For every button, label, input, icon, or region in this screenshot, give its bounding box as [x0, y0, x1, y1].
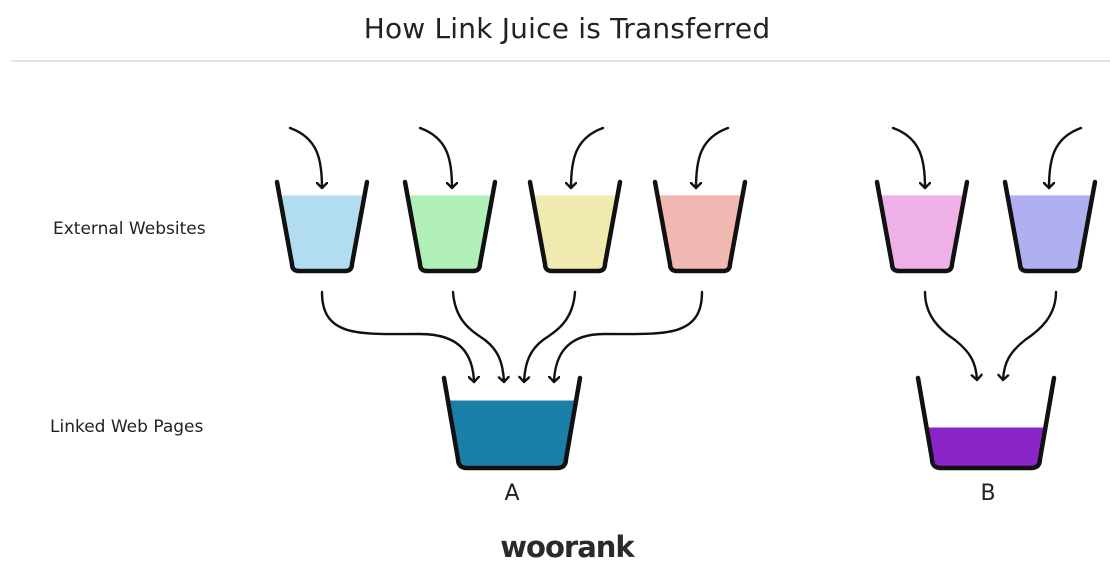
external-website-cup [652, 179, 748, 274]
cup-liquid [407, 195, 493, 271]
woorank-logo: woorank [500, 530, 634, 564]
linked-page-label-a: A [504, 481, 519, 506]
external-website-cup [874, 179, 970, 274]
row-label-linked-web-pages: Linked Web Pages [50, 417, 204, 437]
cup-outline [652, 179, 748, 274]
cup-outline [402, 179, 498, 274]
incoming-arrow [418, 126, 452, 190]
linked-page-label-b: B [980, 481, 995, 506]
incoming-arrow [891, 126, 925, 190]
incoming-arrow [1049, 126, 1083, 190]
cup-outline [527, 179, 623, 274]
transfer-arrow [524, 290, 577, 384]
cup-outline [441, 375, 583, 471]
transfer-arrow [554, 290, 704, 384]
incoming-arrows [288, 126, 1083, 190]
transfer-arrow [451, 290, 504, 384]
incoming-arrow [571, 126, 605, 190]
title-divider [11, 60, 1110, 62]
cup-liquid [532, 195, 618, 271]
external-website-cups [274, 179, 1098, 274]
cup-liquid [279, 195, 365, 271]
cup-outline [1002, 179, 1098, 274]
cup-liquid [657, 195, 743, 271]
incoming-arrow [288, 126, 322, 190]
external-website-cup [1002, 179, 1098, 274]
transfer-arrows [320, 290, 1058, 384]
linked-page-cup-b [915, 375, 1057, 471]
transfer-arrow [1003, 290, 1058, 382]
page-title: How Link Juice is Transferred [363, 12, 771, 45]
linked-page-cups [441, 375, 1057, 471]
cup-outline [274, 179, 370, 274]
external-website-cup [402, 179, 498, 274]
cup-liquid [879, 195, 965, 271]
cup-liquid [447, 400, 577, 468]
incoming-arrow [696, 126, 730, 190]
transfer-arrow [923, 290, 977, 382]
cup-outline [874, 179, 970, 274]
external-website-cup [527, 179, 623, 274]
transfer-arrow [320, 290, 474, 384]
cup-liquid [925, 427, 1047, 468]
external-website-cup [274, 179, 370, 274]
cup-liquid [1007, 195, 1093, 271]
cup-outline [915, 375, 1057, 471]
row-label-external-websites: External Websites [53, 219, 206, 239]
linked-page-cup-a [441, 375, 583, 471]
